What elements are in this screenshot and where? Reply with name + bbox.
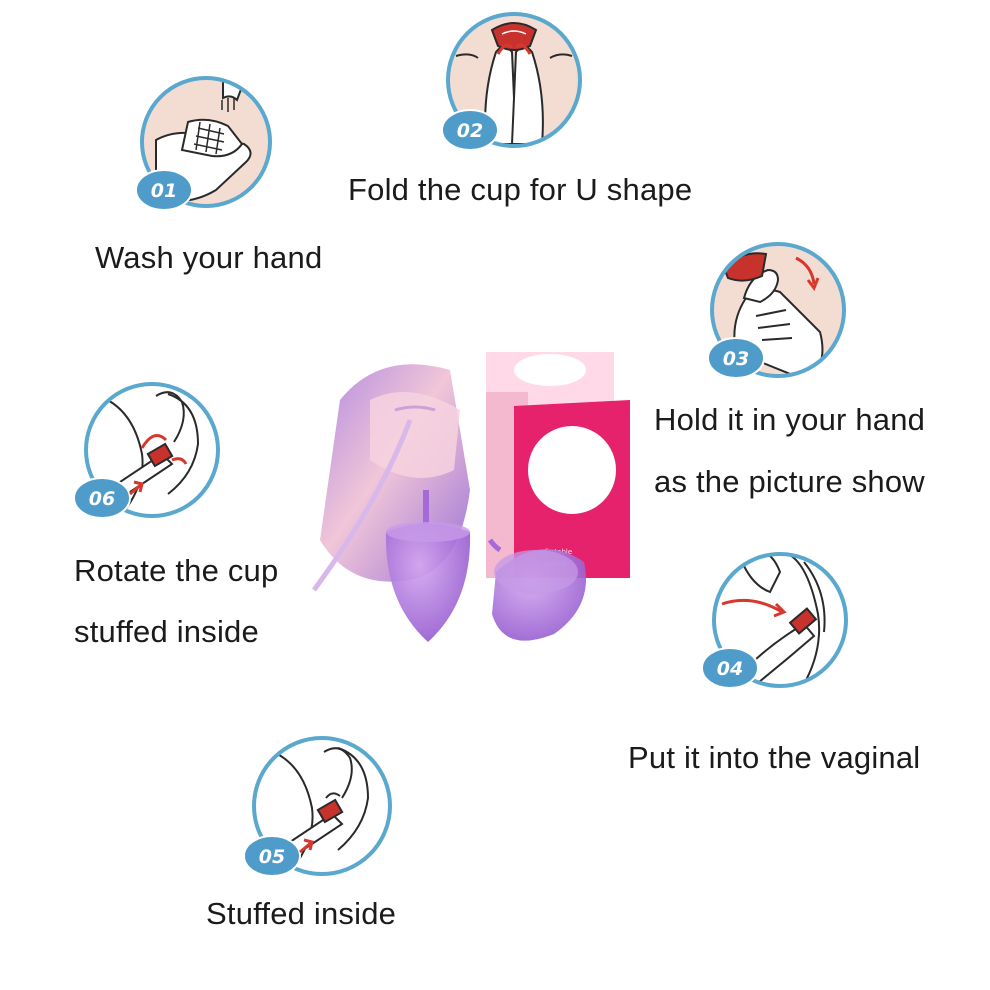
step-01-caption: Wash your hand (95, 240, 322, 276)
caption-line: Fold the cup for U shape (348, 172, 693, 207)
step-06-number: 06 (89, 488, 115, 510)
menstrual-cup-upright (385, 490, 471, 642)
caption-line: Rotate the cup (74, 553, 279, 588)
step-01-badge: 01 (135, 169, 193, 211)
step-04-badge: 04 (701, 647, 759, 689)
caption-line: Put it into the vaginal (628, 740, 921, 775)
step-04-number: 04 (717, 658, 743, 680)
menstrual-cup-tilted (487, 538, 586, 641)
step-04-caption: Put it into the vaginal (628, 740, 920, 776)
caption-line: Wash your hand (95, 240, 323, 275)
product-photo: mfortable nental (311, 352, 630, 642)
step-05-caption: Stuffed inside (206, 896, 396, 932)
step-02-number: 02 (457, 120, 483, 142)
step-05-illustration: 05 (243, 736, 392, 877)
step-02-badge: 02 (441, 109, 499, 151)
caption-line: Stuffed inside (206, 896, 397, 931)
step-02-caption: Fold the cup for U shape (348, 172, 692, 208)
step-05-number: 05 (259, 846, 285, 868)
step-05-badge: 05 (243, 835, 314, 877)
caption-line: stuffed inside (74, 614, 259, 649)
step-02-illustration: 02 (441, 12, 582, 151)
step-01-number: 01 (151, 180, 177, 202)
caption-line: as the picture show (654, 464, 925, 499)
step-06-caption: Rotate the cup stuffed inside (74, 553, 278, 650)
caption-line: Hold it in your hand (654, 402, 926, 437)
step-04-illustration: 04 (701, 552, 848, 689)
step-01-illustration: 01 (135, 76, 272, 211)
step-06-badge: 06 (73, 477, 144, 519)
step-03-illustration: 03 (707, 242, 846, 379)
step-03-badge: 03 (707, 337, 765, 379)
step-03-number: 03 (723, 348, 749, 370)
product-box: mfortable nental (486, 352, 630, 578)
step-03-caption: Hold it in your hand as the picture show (654, 402, 925, 500)
step-06-illustration: 06 (73, 382, 220, 519)
